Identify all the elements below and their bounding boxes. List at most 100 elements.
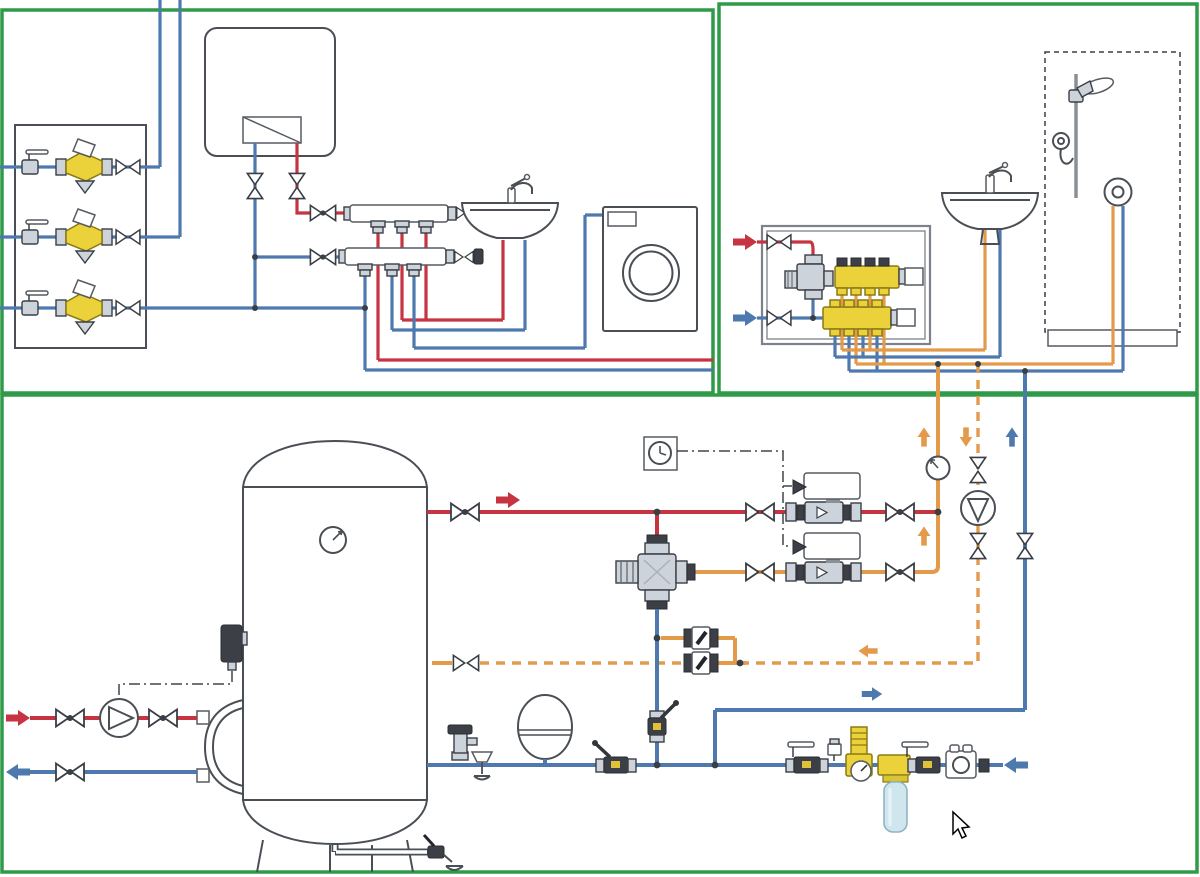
manifold-body [344, 247, 447, 266]
hand-shower-grip [1076, 79, 1094, 98]
flange-return-stub [196, 768, 210, 783]
thermometer [319, 526, 347, 554]
mixing-valve [615, 534, 696, 610]
tank-drain [331, 833, 464, 871]
manifold-body [834, 265, 900, 289]
union-nut [55, 228, 67, 246]
cabinet-inner [766, 230, 926, 340]
washing-machine-door [622, 244, 680, 302]
ball-valve [785, 741, 829, 774]
primary-pump [99, 698, 139, 738]
union-nut [55, 158, 67, 176]
valve-cap [72, 279, 96, 299]
cold-manifold [338, 247, 484, 277]
motorized-valve-2 [785, 532, 862, 584]
tank-thermostat [220, 624, 248, 671]
valve-actuator [803, 472, 861, 500]
sink-basin [460, 202, 560, 239]
ball-valve-horizontal [592, 740, 637, 774]
expansion-vessel [517, 694, 573, 765]
cold-exit-pipe [363, 276, 713, 372]
inlet-filter-group [785, 726, 990, 833]
washing-machine [602, 206, 698, 332]
drain-cock [427, 845, 445, 859]
ball-valve [21, 229, 39, 245]
ball-valve-lever [787, 741, 815, 748]
boiler-body [204, 27, 336, 157]
drain-dish [445, 865, 464, 871]
faucet-body [985, 174, 995, 194]
valve-cartridge [74, 321, 96, 336]
cold-branch-pipe [713, 708, 1025, 765]
pressure-reducer-with-gauge [845, 726, 873, 782]
filter-with-bowl [877, 754, 911, 833]
shower-hot-pipe [856, 206, 1115, 366]
tundish [470, 751, 494, 781]
mixed-water-pipe [695, 364, 940, 574]
panel-top-right [717, 2, 1199, 395]
ball-valve-vertical [647, 700, 679, 743]
test-port [827, 738, 842, 761]
valve-cap [72, 208, 96, 228]
distribution-pipes [363, 213, 713, 372]
sink-cold-pipe [835, 228, 1002, 359]
panel-frame [0, 8, 715, 395]
faucet-handle [988, 165, 1005, 174]
reducing-valve-row-3 [21, 279, 141, 336]
ball-valve-lever [25, 219, 49, 225]
faucet-spout [510, 182, 533, 194]
shower-enclosure-outline [1044, 51, 1181, 333]
safety-relief-valve [447, 724, 478, 761]
ball-valve-lever [25, 149, 49, 155]
ball-valve-lever [25, 290, 49, 296]
cold-washing-machine-pipe [412, 213, 603, 350]
shower-cold-pipe [849, 206, 1125, 373]
flange-heat-exchanger [203, 698, 244, 796]
panel-frame [0, 393, 1199, 874]
cabinet-cold-manifold [822, 299, 916, 337]
tank-top-dome [241, 439, 429, 488]
hot-sink-pipe [400, 232, 505, 322]
end-cap [473, 248, 484, 265]
reducing-valve-row-1 [21, 138, 141, 195]
manifold-end-cap [904, 267, 924, 286]
thermostatic-mixing-valve [784, 254, 834, 300]
cabinet-hot-manifold [834, 257, 924, 296]
check-valve-branch [661, 636, 746, 665]
check-valve-1 [683, 626, 719, 650]
hot-manifold [343, 204, 486, 234]
valve-cartridge [74, 180, 96, 195]
reducing-valve-assemblies [21, 138, 141, 336]
actuator-connector [792, 479, 808, 495]
ball-valve [21, 300, 39, 316]
ball-valve [21, 159, 39, 175]
motorized-valve-1 [785, 472, 862, 524]
valve-cap [72, 138, 96, 158]
ball-valve-lever [901, 741, 929, 748]
shower-mixer-connection [1103, 177, 1133, 207]
thermostat-control-line [118, 671, 233, 697]
check-valve-2 [683, 651, 719, 675]
sink-basin [940, 192, 1040, 230]
flange-hot-stub [196, 710, 210, 725]
union-nut [101, 299, 113, 317]
drain-cock-lever [422, 833, 436, 848]
union [978, 758, 990, 773]
hot-inlet-pipe [757, 240, 815, 257]
union-nut [101, 228, 113, 246]
tank-legs [256, 839, 414, 873]
cold-water-drops [833, 336, 879, 371]
water-meter [945, 744, 977, 779]
manifold-end-cap [896, 308, 916, 327]
manifold-body [349, 204, 449, 223]
washing-machine-body [602, 206, 698, 332]
manifold-body [822, 306, 892, 330]
mouse-cursor [952, 810, 971, 840]
washing-machine-panel [607, 211, 637, 227]
reducing-valve-row-2 [21, 208, 141, 265]
valve-cartridge [74, 250, 96, 265]
boiler [204, 27, 336, 157]
